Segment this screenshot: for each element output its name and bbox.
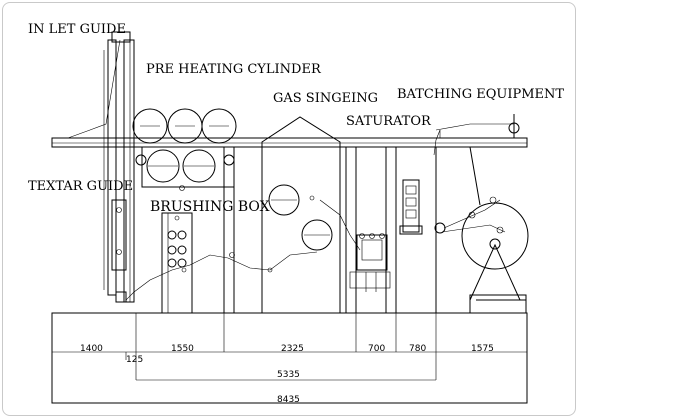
dim-700: 700 xyxy=(368,344,385,354)
label-saturator: SATURATOR xyxy=(346,114,432,129)
brushing-box xyxy=(161,147,235,314)
diagram-frame xyxy=(2,2,576,416)
batching-frame-top xyxy=(435,114,520,138)
dim-1550: 1550 xyxy=(171,344,194,354)
label-pre-heating-cylinder: PRE HEATING CYLINDER xyxy=(146,62,322,77)
dim-1575: 1575 xyxy=(471,344,494,354)
fabric-path xyxy=(52,39,361,301)
label-textar-guide: TEXTAR GUIDE xyxy=(28,179,133,194)
label-inlet-guide: IN LET GUIDE xyxy=(28,22,126,37)
pre-heating-cylinders-top xyxy=(132,108,237,144)
dim-1400: 1400 xyxy=(80,344,103,354)
dim-125: 125 xyxy=(126,355,143,365)
label-brushing-box: BRUSHING BOX xyxy=(150,199,270,215)
saturator-unit xyxy=(345,147,391,313)
machine-base xyxy=(51,312,528,404)
dim-5335: 5335 xyxy=(277,370,300,380)
label-batching-equipment: BATCHING EQUIPMENT xyxy=(397,87,564,102)
tension-column xyxy=(395,129,446,313)
pre-heating-cylinders-lower xyxy=(135,146,235,188)
batching-equipment xyxy=(441,146,529,314)
dimension-row: 1400 1550 2325 700 780 1575 125 5335 843… xyxy=(80,344,494,405)
gas-singeing-unit xyxy=(227,116,341,313)
dim-8435: 8435 xyxy=(277,395,300,405)
main-frame xyxy=(51,31,528,303)
dim-2325: 2325 xyxy=(281,344,304,354)
label-gas-singeing: GAS SINGEING xyxy=(273,91,378,106)
dim-780: 780 xyxy=(409,344,426,354)
